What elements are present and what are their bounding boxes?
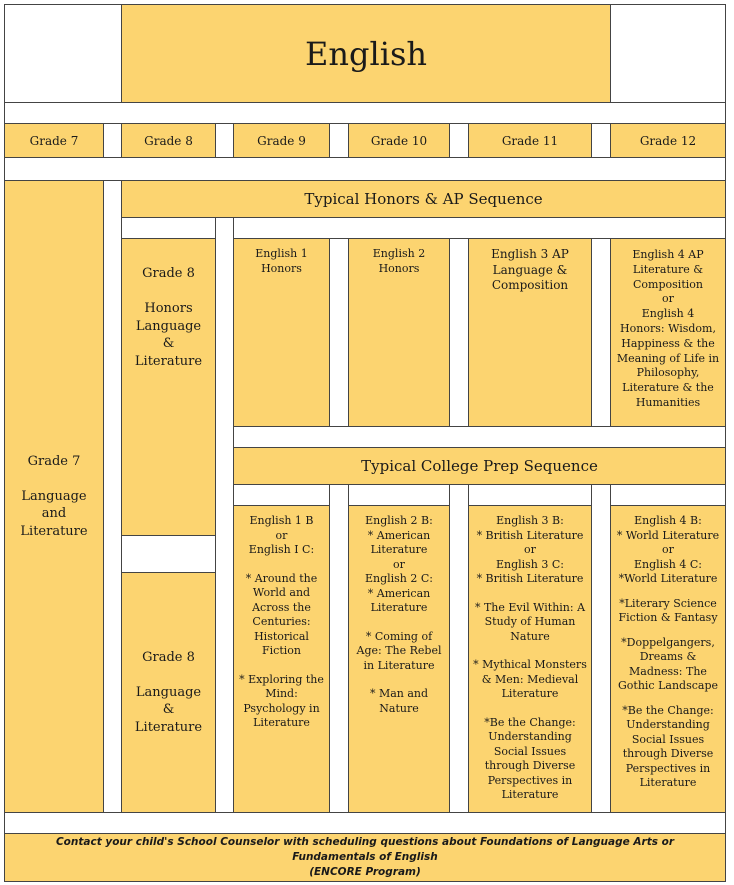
- spacer-row: [4, 157, 726, 181]
- course-text: * Coming of Age: The Rebel in Literature: [356, 629, 442, 672]
- gap-cell: [103, 123, 122, 158]
- gap-column: [591, 484, 611, 813]
- gap-column: [103, 180, 122, 813]
- course-text: English 1 B or English I C:: [248, 514, 315, 556]
- gap-column: [215, 217, 234, 813]
- gap-cell: [233, 217, 726, 239]
- gap-cell: [610, 484, 726, 506]
- gap-cell: [233, 484, 330, 506]
- title-blank-left: [4, 4, 122, 103]
- college-course-grade11: English 3 B: * British Literature or Eng…: [468, 505, 592, 813]
- college-course-grade10: English 2 B: * American Literature or En…: [348, 505, 450, 813]
- course-text: * The Evil Within: A Study of Human Natu…: [474, 600, 586, 643]
- honors-course-grade12: English 4 AP Literature & Composition or…: [610, 238, 726, 427]
- course-text: English 4 B: * World Literature or Engli…: [616, 514, 720, 585]
- gap-cell: [215, 123, 234, 158]
- gap-cell: [449, 238, 469, 427]
- gap-cell: [233, 426, 726, 448]
- honors-course-grade9: English 1 Honors: [233, 238, 330, 427]
- course-text: * Exploring the Mind: Psychology in Lite…: [239, 672, 324, 730]
- grade-header-9: Grade 9: [233, 123, 330, 158]
- course-text: * Man and Nature: [369, 687, 429, 715]
- gap-cell: [591, 238, 611, 427]
- grade-header-12: Grade 12: [610, 123, 726, 158]
- gap-cell: [329, 238, 349, 427]
- gap-cell: [121, 535, 216, 573]
- college-sequence-heading: Typical College Prep Sequence: [233, 447, 726, 485]
- honors-course-grade11: English 3 AP Language & Composition: [468, 238, 592, 427]
- grade-header-7: Grade 7: [4, 123, 104, 158]
- grade7-course: Grade 7 Language and Literature: [4, 180, 104, 813]
- grade8-honors-course: Grade 8 Honors Language & Literature: [121, 238, 216, 536]
- course-text: English 3 B: * British Literature or Eng…: [476, 514, 584, 585]
- gap-cell: [591, 123, 611, 158]
- grade-header-11: Grade 11: [468, 123, 592, 158]
- course-text: English 1 Honors: [255, 247, 308, 275]
- gap-cell: [329, 123, 349, 158]
- college-course-grade12: English 4 B: * World Literature or Engli…: [610, 505, 726, 813]
- gap-cell: [468, 484, 592, 506]
- page-title: English: [121, 4, 611, 103]
- course-text: *Be the Change: Understanding Social Iss…: [622, 703, 714, 790]
- gap-cell: [449, 123, 469, 158]
- grade-header-10: Grade 10: [348, 123, 450, 158]
- grade8-course: Grade 8 Language & Literature: [121, 572, 216, 813]
- gap-column: [329, 484, 349, 813]
- grade8-honors-label: Grade 8 Honors Language & Literature: [134, 266, 203, 369]
- honors-sequence-heading: Typical Honors & AP Sequence: [121, 180, 726, 218]
- college-course-grade9: English 1 B or English I C: * Around the…: [233, 505, 330, 813]
- course-text: English 3 AP Language & Composition: [491, 247, 569, 292]
- course-text: English 4 AP Literature & Composition or…: [616, 248, 720, 409]
- honors-course-grade10: English 2 Honors: [348, 238, 450, 427]
- course-text: *Literary Science Fiction & Fantasy: [618, 596, 718, 625]
- course-text: English 2 B: * American Literature or En…: [364, 514, 434, 614]
- gap-cell: [348, 484, 450, 506]
- title-blank-right: [610, 4, 726, 103]
- course-text: * Around the World and Across the Centur…: [245, 571, 318, 658]
- gap-column: [449, 484, 469, 813]
- course-text: *Doppelgangers, Dreams & Madness: The Go…: [618, 635, 718, 693]
- course-text: * Mythical Monsters & Men: Medieval Lite…: [473, 658, 587, 700]
- grade-header-8: Grade 8: [121, 123, 216, 158]
- course-text: *Be the Change: Understanding Social Iss…: [484, 715, 576, 802]
- course-text: English 2 Honors: [372, 247, 426, 275]
- gap-cell: [121, 217, 216, 239]
- footer-note: Contact your child's School Counselor wi…: [4, 833, 726, 882]
- spacer-row: [4, 102, 726, 124]
- spacer-row: [4, 812, 726, 834]
